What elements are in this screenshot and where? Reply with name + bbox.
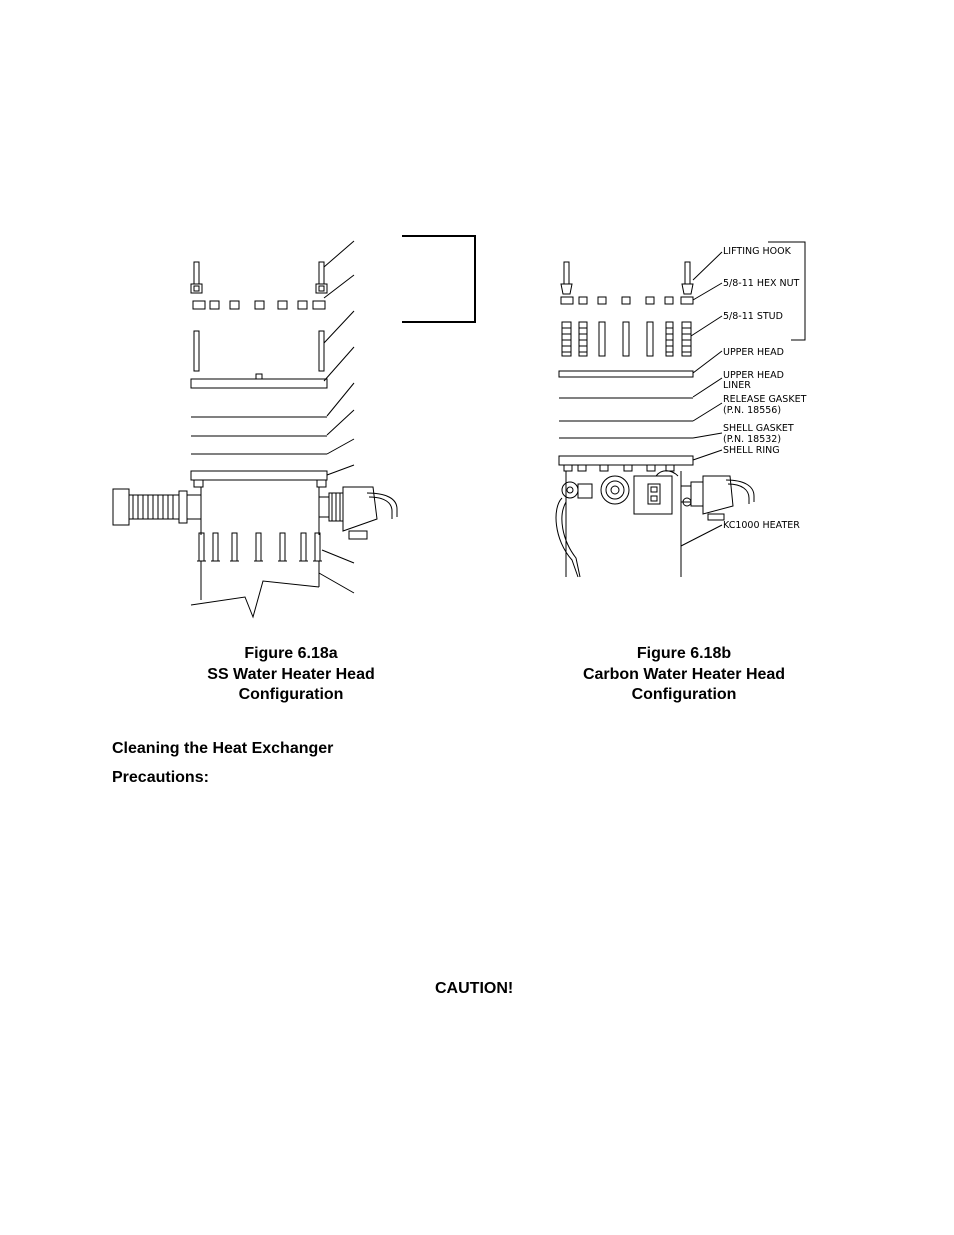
label-hex-nut: 5/8-11 HEX NUT [723, 278, 800, 289]
sight-glass [600, 475, 630, 505]
label-lifting-hook: LIFTING HOOK [723, 246, 792, 257]
break-line [190, 580, 320, 619]
upper-head [558, 370, 694, 378]
ss-heater-head-exploded-view [112, 235, 476, 619]
figure-6-18b-drawing: LIFTING HOOK 5/8-11 HEX NUT 5/8-11 STUD … [538, 240, 813, 585]
relief-valve-right [680, 475, 755, 521]
stud-left [193, 330, 200, 372]
label-shell-gasket-1: SHELL GASKET [723, 423, 794, 434]
inlet-fitting-left [112, 488, 202, 526]
precautions-heading: Precautions: [112, 769, 209, 786]
caption-line-2: Configuration [631, 686, 737, 703]
hex-nut-row [560, 296, 694, 305]
lifting-hook-right [315, 261, 328, 294]
lifting-hook-left [190, 261, 203, 294]
label-shell-ring: SHELL RING [723, 445, 780, 456]
shell-ring [558, 455, 694, 466]
figure-6-18b-caption: Figure 6.18b Carbon Water Heater Head Co… [554, 644, 814, 706]
caption-line-1: Carbon Water Heater Head [582, 665, 786, 683]
label-heater: KC1000 HEATER [723, 520, 800, 531]
lifting-hook-left [560, 261, 573, 295]
ignitor-fitting-left [555, 481, 593, 578]
label-upper-head-liner-1: UPPER HEAD [723, 370, 784, 381]
leader-lines [318, 240, 355, 594]
lifting-hook-right [681, 261, 694, 295]
caption-number: Figure 6.18a [244, 645, 338, 662]
caption-number: Figure 6.18b [636, 645, 732, 662]
stud-right [318, 330, 325, 372]
label-upper-head: UPPER HEAD [723, 347, 784, 358]
leader-lines [680, 251, 723, 547]
caption-line-2: Configuration [238, 686, 344, 703]
caption-line-1: SS Water Heater Head [207, 665, 375, 683]
caution-heading: CAUTION! [435, 980, 514, 997]
shell-ring [190, 470, 328, 481]
label-release-gasket-2: (P.N. 18556) [723, 405, 781, 416]
figure-6-18a-drawing [105, 225, 485, 619]
label-stud: 5/8-11 STUD [723, 311, 783, 322]
upper-head [190, 378, 328, 389]
label-release-gasket-1: RELEASE GASKET [723, 394, 807, 405]
label-upper-head-liner-2: LINER [723, 380, 751, 391]
relief-valve-right [318, 486, 398, 540]
carbon-heater-head-exploded-view: LIFTING HOOK 5/8-11 HEX NUT 5/8-11 STUD … [555, 241, 807, 578]
lower-bolt-row [197, 532, 322, 562]
label-box [402, 235, 476, 323]
stud-row [561, 321, 692, 357]
hex-nut-row [192, 300, 326, 310]
junction-box [633, 470, 679, 515]
bracket-box [768, 241, 806, 341]
cleaning-heat-exchanger-heading: Cleaning the Heat Exchanger [112, 740, 334, 757]
figure-6-18a-caption: Figure 6.18a SS Water Heater Head Config… [160, 644, 422, 706]
label-shell-gasket-2: (P.N. 18532) [723, 434, 781, 445]
